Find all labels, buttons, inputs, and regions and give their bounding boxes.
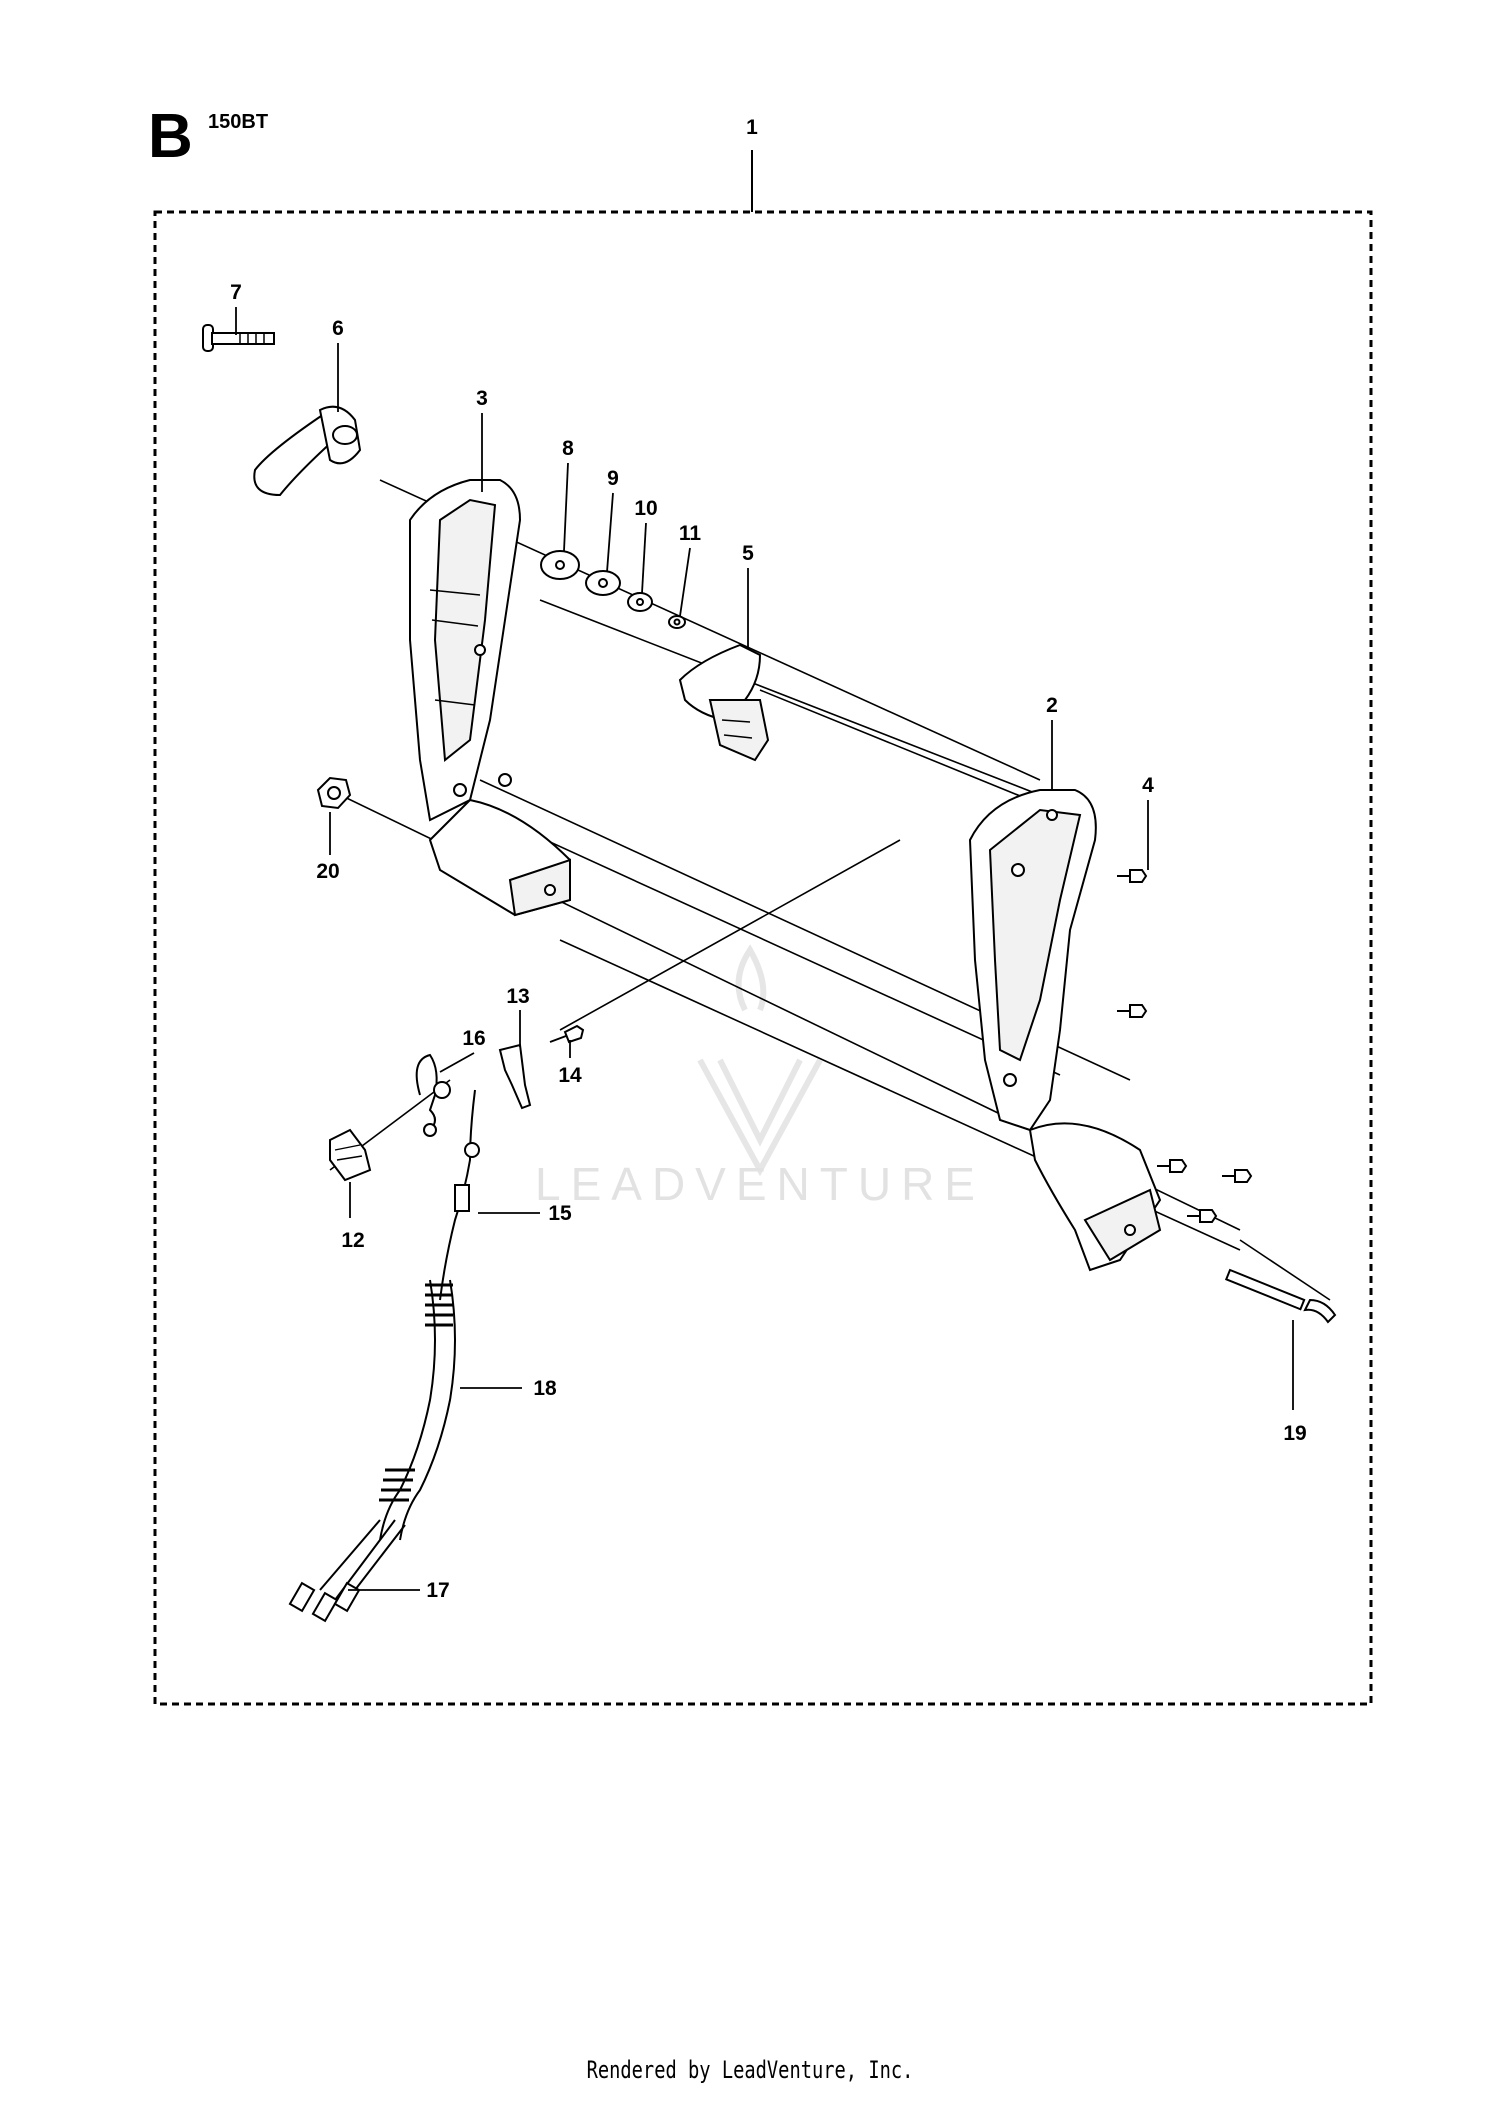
part-3-left-handle (409, 479, 522, 822)
kit-boundary-frame (153, 210, 1373, 1706)
part-4-screws (1117, 869, 1253, 1223)
callout-8: 8 (562, 437, 574, 460)
watermark-text: LEADVENTURE (535, 1158, 985, 1210)
right-lower-support (1028, 1122, 1162, 1272)
callout-19: 19 (1283, 1422, 1306, 1445)
callout-16: 16 (462, 1027, 485, 1050)
callout-9: 9 (607, 467, 619, 490)
callout-15: 15 (548, 1202, 572, 1225)
model-label: 150BT (208, 111, 269, 133)
callout-4: 4 (1142, 774, 1154, 797)
callout-13: 13 (506, 985, 529, 1008)
part-11-nut (668, 615, 686, 629)
callout-17: 17 (426, 1579, 449, 1602)
callout-10: 10 (634, 497, 657, 520)
watermark-logo (697, 944, 823, 1177)
part-7-bolt (202, 324, 275, 352)
callout-2: 2 (1046, 694, 1058, 717)
part-19-wing-bolt (1224, 1268, 1337, 1324)
callout-11: 11 (679, 522, 702, 545)
callout-labels: 1 2 3 4 5 6 7 8 9 10 11 12 13 14 15 16 1… (230, 116, 1307, 1602)
callout-5: 5 (742, 542, 754, 565)
callout-14: 14 (558, 1064, 582, 1087)
part-18-wire-harness (379, 1279, 456, 1541)
left-lower-support (428, 798, 571, 917)
callout-6: 6 (332, 317, 344, 340)
part-2-right-handle (968, 789, 1097, 1132)
callout-20: 20 (316, 860, 339, 883)
part-12-grommet (329, 1128, 372, 1182)
part-6-bracket (253, 405, 362, 497)
part-14-screw (549, 1024, 585, 1044)
callout-1: 1 (746, 116, 758, 139)
callout-7: 7 (230, 281, 242, 304)
part-5-throttle-trigger (678, 643, 770, 762)
part-10-washer (627, 592, 653, 612)
section-letter: B (148, 102, 193, 171)
footer-credit: Rendered by LeadVenture, Inc. (586, 2056, 914, 2084)
part-9-washer (585, 570, 621, 596)
part-15-wire (439, 1089, 480, 1301)
part-13-clip (498, 1043, 532, 1110)
part-8-washer (540, 550, 580, 580)
callout-3: 3 (476, 387, 488, 410)
callout-12: 12 (341, 1229, 364, 1252)
part-20-nut (316, 776, 352, 810)
part-17-connectors (288, 1519, 406, 1623)
callout-leaders (235, 307, 1294, 1591)
part-16-stop-switch (415, 1053, 451, 1137)
callout-18: 18 (533, 1377, 557, 1400)
